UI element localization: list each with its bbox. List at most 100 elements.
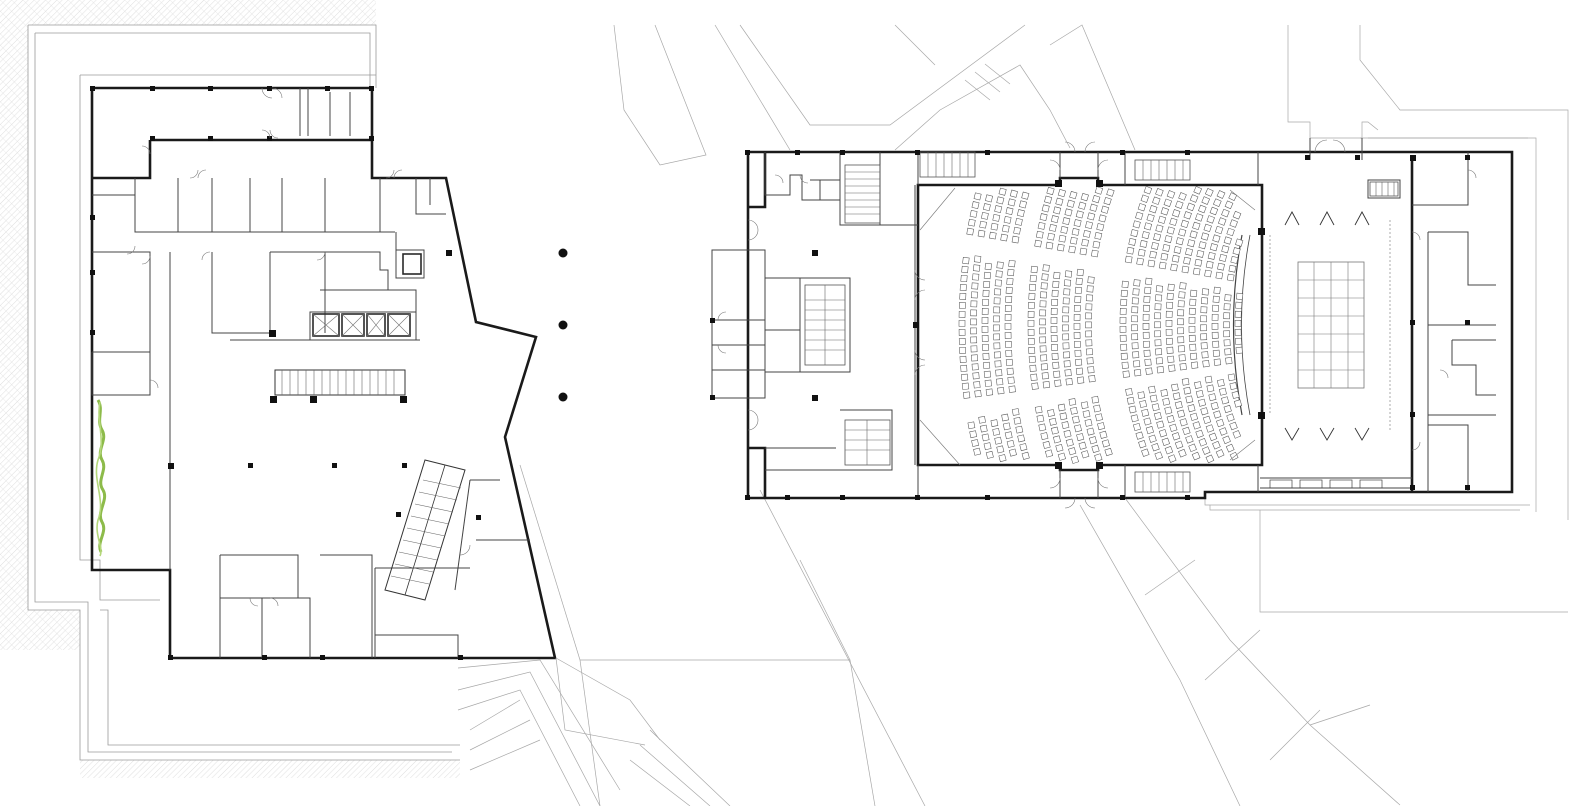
seat xyxy=(1160,207,1169,216)
seat xyxy=(1144,358,1152,366)
seat xyxy=(979,220,987,229)
seat xyxy=(970,291,978,299)
seat xyxy=(1180,219,1189,229)
seat xyxy=(1198,438,1208,447)
seat xyxy=(1178,354,1186,362)
seat xyxy=(1166,292,1174,300)
seat xyxy=(1028,355,1036,363)
seat xyxy=(1224,348,1232,356)
seat xyxy=(1145,426,1154,435)
seat xyxy=(1005,207,1014,216)
seat xyxy=(1028,283,1037,291)
seat xyxy=(1057,403,1066,412)
seat xyxy=(1050,335,1058,342)
seat xyxy=(1232,210,1242,220)
seat xyxy=(1013,416,1022,425)
seat xyxy=(970,336,978,344)
seat xyxy=(1179,363,1187,371)
seat xyxy=(1051,352,1059,360)
seat xyxy=(1165,337,1173,345)
seat xyxy=(1189,343,1197,351)
seat xyxy=(970,318,977,326)
seat xyxy=(1047,409,1055,417)
seat xyxy=(1190,289,1198,297)
seat xyxy=(981,212,989,220)
planting-strip xyxy=(95,399,107,557)
seat xyxy=(983,361,991,369)
seat xyxy=(1178,228,1187,237)
seat xyxy=(1059,412,1068,421)
seat xyxy=(1053,271,1061,280)
seat xyxy=(983,370,991,378)
seat xyxy=(1050,317,1058,324)
seat xyxy=(1085,348,1093,356)
seat xyxy=(1152,196,1161,205)
seat xyxy=(1177,309,1185,317)
seat xyxy=(1064,369,1072,377)
seat xyxy=(1120,289,1128,297)
seat xyxy=(1143,417,1152,426)
seat xyxy=(1086,357,1094,365)
seat xyxy=(1005,358,1013,366)
seat xyxy=(973,381,981,389)
seat xyxy=(1130,229,1139,238)
seat xyxy=(1201,288,1210,296)
seat xyxy=(979,424,988,433)
seat xyxy=(1200,342,1208,350)
seat xyxy=(1029,274,1037,283)
seat xyxy=(959,284,967,291)
seat xyxy=(1228,192,1238,201)
seat xyxy=(1040,432,1049,441)
seat xyxy=(1005,286,1013,294)
seat xyxy=(1192,221,1201,231)
seat xyxy=(1120,343,1128,351)
seat xyxy=(1062,333,1070,341)
seat xyxy=(1039,318,1046,326)
seat xyxy=(972,372,980,380)
seat xyxy=(1155,348,1163,356)
seat xyxy=(1073,332,1081,339)
seat xyxy=(1057,243,1065,252)
seat xyxy=(1212,198,1222,208)
seat xyxy=(1191,451,1201,461)
seat xyxy=(1080,193,1089,202)
seat xyxy=(1131,297,1139,305)
seat xyxy=(994,360,1002,368)
seat xyxy=(1081,450,1090,459)
seat xyxy=(1189,194,1199,203)
seat xyxy=(992,428,1001,436)
seat xyxy=(1200,407,1209,416)
seat xyxy=(1088,375,1096,383)
seat xyxy=(1027,320,1035,327)
seat xyxy=(1075,210,1084,219)
seat xyxy=(962,256,970,265)
seat xyxy=(1208,393,1217,402)
seat xyxy=(1154,451,1163,460)
seat xyxy=(1154,330,1161,338)
seat xyxy=(1141,448,1150,457)
seat xyxy=(1155,224,1164,233)
seat xyxy=(1074,295,1082,303)
seat xyxy=(1073,304,1081,312)
seat xyxy=(959,346,967,354)
seat xyxy=(1148,434,1157,443)
seat xyxy=(1028,292,1036,300)
seat xyxy=(1206,384,1215,393)
seat xyxy=(1204,269,1212,278)
seat xyxy=(1027,301,1035,309)
seat xyxy=(1088,436,1098,445)
seat xyxy=(961,373,969,381)
seat xyxy=(1198,204,1207,214)
seat xyxy=(1004,314,1012,321)
seat xyxy=(1086,427,1095,436)
seat xyxy=(993,315,1000,323)
seat xyxy=(1229,421,1238,431)
seat xyxy=(993,351,1001,359)
seat xyxy=(969,430,978,439)
seat xyxy=(995,369,1003,377)
seat xyxy=(1143,349,1151,357)
seat xyxy=(1132,220,1141,229)
seat xyxy=(1193,185,1203,195)
seat xyxy=(1167,283,1175,292)
seat xyxy=(1130,414,1139,423)
